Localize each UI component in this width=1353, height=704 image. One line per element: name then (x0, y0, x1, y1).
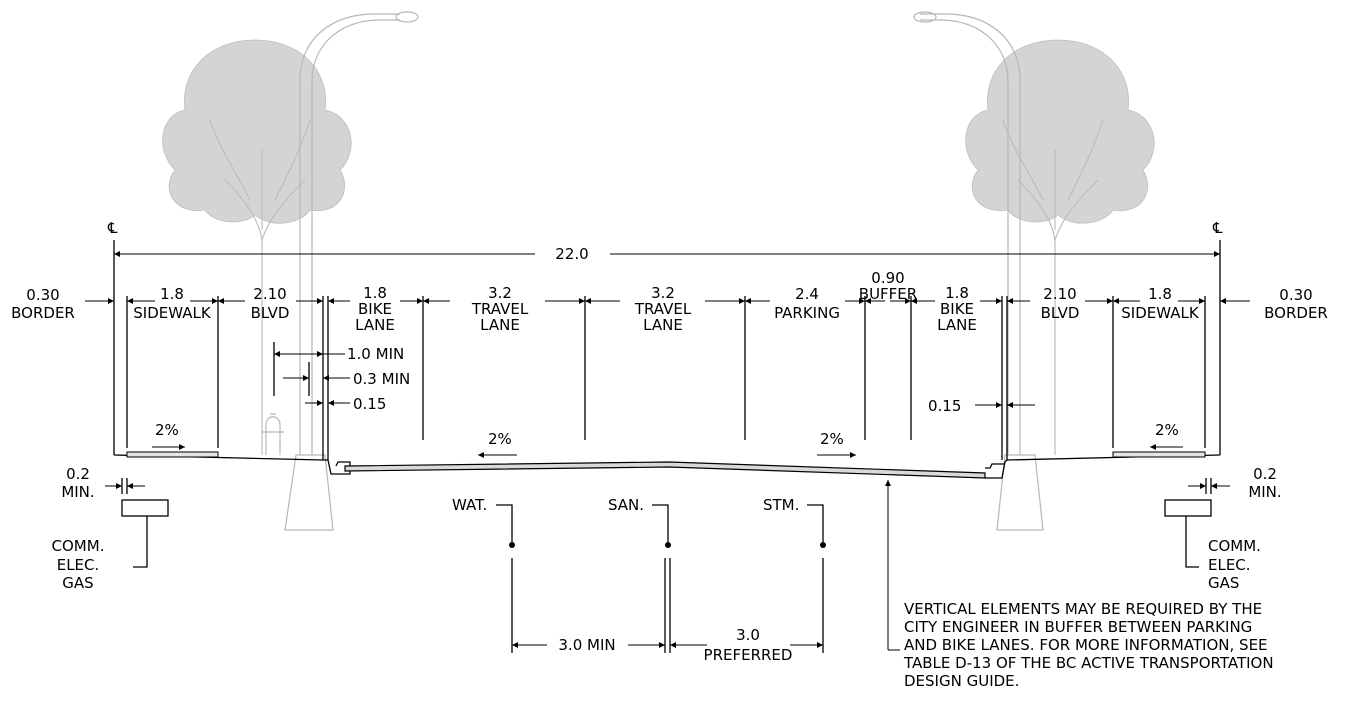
shallow-left-comm: COMM. (52, 537, 105, 555)
border-right-value: 0.30 (1279, 286, 1312, 304)
offset-right-value: 0.2 (1253, 465, 1277, 483)
parking-label: PARKING (774, 304, 840, 322)
slope-road-left: 2% (488, 430, 512, 448)
note-line-2: CITY ENGINEER IN BUFFER BETWEEN PARKING (904, 618, 1252, 636)
border-left-label: BORDER (11, 304, 75, 322)
shallow-utility-offset-left (105, 478, 169, 568)
offset-left-label: MIN. (61, 483, 94, 501)
bike-lane-right-value: 1.8 (945, 284, 969, 302)
sidewalk-right-label: SIDEWALK (1121, 304, 1200, 322)
light-pole-left (284, 11, 419, 531)
note-leader (885, 480, 900, 651)
note-line-5: DESIGN GUIDE. (904, 672, 1019, 690)
bike-separation-03-min: 0.3 MIN (353, 370, 410, 388)
travel-lane-right-label2: LANE (643, 316, 683, 334)
travel-lane-left-label2: LANE (480, 316, 520, 334)
property-line-left-label: ℄ (107, 219, 118, 237)
curb-width-right: 0.15 (928, 397, 961, 415)
blvd-left-value: 2.10 (253, 285, 286, 303)
shallow-right-gas: GAS (1208, 574, 1239, 592)
sidewalk-left-label: SIDEWALK (133, 304, 212, 322)
offset-left-value: 0.2 (66, 465, 90, 483)
bike-lane-left-label1: BIKE (358, 300, 392, 318)
road-profile (113, 451, 1221, 479)
deep-utilities (496, 504, 826, 653)
property-line-right-label: ℄ (1212, 219, 1223, 237)
note-line-1: VERTICAL ELEMENTS MAY BE REQUIRED BY THE (904, 600, 1262, 618)
note-line-3: AND BIKE LANES. FOR MORE INFORMATION, SE… (904, 636, 1268, 654)
shallow-left-gas: GAS (62, 574, 93, 592)
bike-lane-right-label1: BIKE (940, 300, 974, 318)
detail-dimensions-left (273, 342, 350, 406)
design-note: VERTICAL ELEMENTS MAY BE REQUIRED BY THE… (903, 600, 1274, 690)
utility-separation-min: 3.0 MIN (558, 636, 615, 654)
buffer-value: 0.90 (871, 269, 904, 287)
travel-lane-right-value: 3.2 (651, 284, 675, 302)
shallow-right-comm: COMM. (1208, 537, 1261, 555)
tree-left (162, 39, 352, 455)
travel-lane-left-label1: TRAVEL (471, 300, 529, 318)
blvd-right-value: 2.10 (1043, 285, 1076, 303)
sanitary-main-label: SAN. (608, 496, 644, 514)
sidewalk-right-value: 1.8 (1148, 285, 1172, 303)
bike-lane-left-value: 1.8 (363, 284, 387, 302)
border-right-label: BORDER (1264, 304, 1328, 322)
utility-separation-preferred-value: 3.0 (736, 626, 760, 644)
buffer-label: BUFFER (859, 285, 917, 303)
border-left-value: 0.30 (26, 286, 59, 304)
shallow-utility-offset-right (1164, 478, 1230, 568)
storm-main-label: STM. (763, 496, 799, 514)
slope-sidewalk-right: 2% (1155, 421, 1179, 439)
shallow-left-elec: ELEC. (57, 556, 100, 574)
utility-separation-preferred-label: PREFERRED (704, 646, 793, 664)
section-boundaries (126, 296, 1206, 460)
blvd-left-label: BLVD (251, 304, 290, 322)
slope-road-right: 2% (820, 430, 844, 448)
total-width: 22.0 (555, 245, 588, 263)
shallow-right-elec: ELEC. (1208, 556, 1251, 574)
travel-lane-right-label1: TRAVEL (634, 300, 692, 318)
offset-right-label: MIN. (1248, 483, 1281, 501)
sidewalk-left-value: 1.8 (160, 285, 184, 303)
light-pole-right (913, 11, 1044, 531)
water-main-label: WAT. (452, 496, 487, 514)
bike-separation-1-min: 1.0 MIN (347, 345, 404, 363)
blvd-right-label: BLVD (1041, 304, 1080, 322)
slope-sidewalk-left: 2% (155, 421, 179, 439)
bike-lane-left-label2: LANE (355, 316, 395, 334)
parking-value: 2.4 (795, 285, 819, 303)
bike-lane-right-label2: LANE (937, 316, 977, 334)
fire-hydrant (262, 413, 284, 455)
curb-width-left: 0.15 (353, 395, 386, 413)
tree-right (965, 39, 1155, 455)
note-line-4: TABLE D-13 OF THE BC ACTIVE TRANSPORTATI… (903, 654, 1274, 672)
travel-lane-left-value: 3.2 (488, 284, 512, 302)
